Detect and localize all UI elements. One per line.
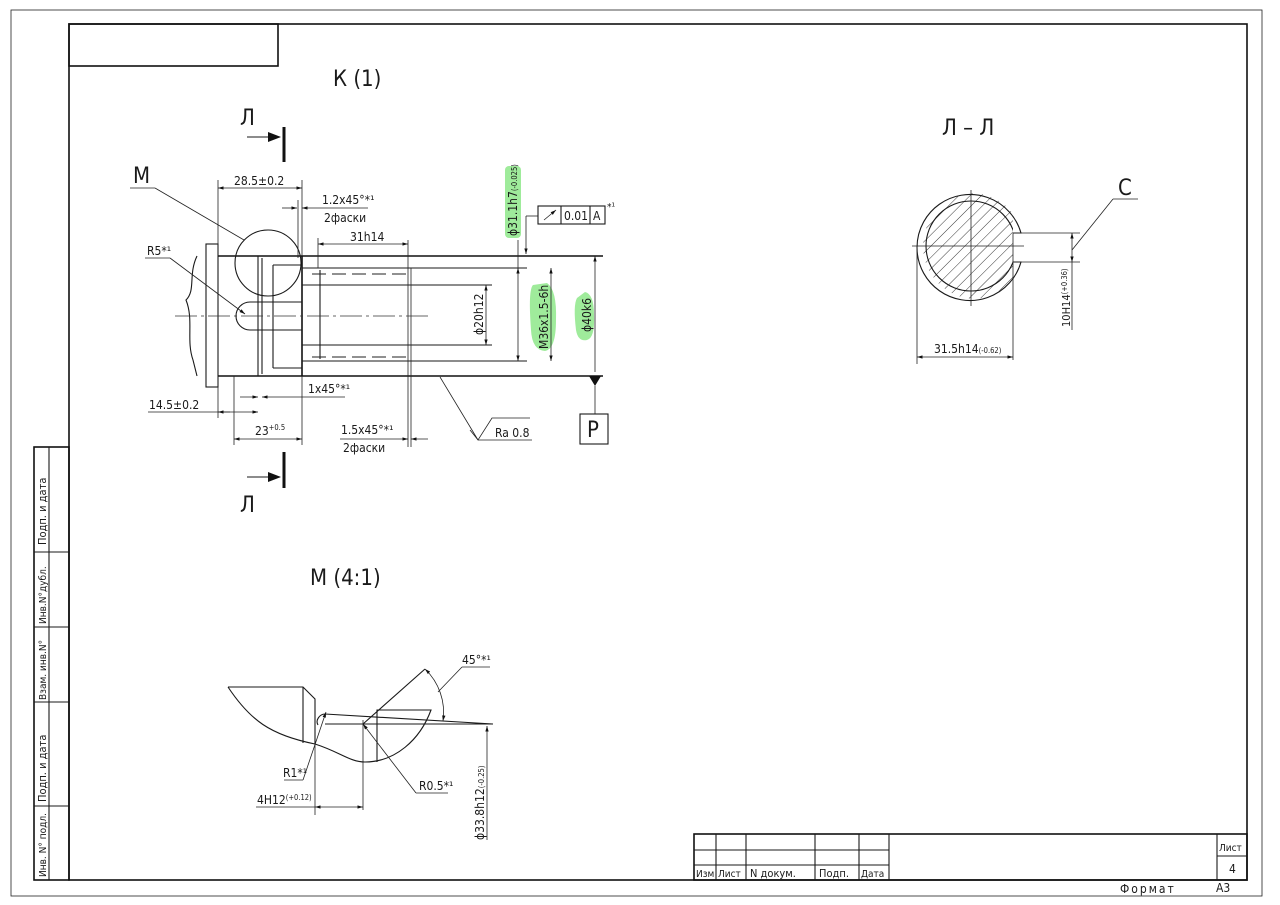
- stamp-label: Подп. и дата: [36, 735, 49, 802]
- dim-14-5: 14.5±0.2: [149, 398, 199, 412]
- stamp-label: Инв. N° подл.: [38, 813, 49, 877]
- dim-m36: M36x1.5-6h: [537, 285, 551, 349]
- runout-tolerance-frame: 0.01 A *¹: [524, 202, 615, 254]
- title-block: Изм Лист N докум. Подп. Дата Лист 4 Форм…: [693, 833, 1248, 896]
- dim-phi40: ϕ40k6: [580, 298, 594, 332]
- runout-base: A: [593, 209, 601, 223]
- dim-diam: ϕ33.8h12(-0.25): [473, 765, 487, 840]
- section-mark-bottom: Л: [240, 452, 286, 518]
- shaft-outline: [175, 229, 603, 447]
- view-title-main: К (1): [333, 67, 381, 92]
- view-title-detail: М (4:1): [310, 566, 381, 591]
- tb-header-izm: Изм: [696, 869, 714, 880]
- detail-circle-m: [234, 229, 302, 297]
- dim-31h14: 31h14: [350, 230, 384, 244]
- dim-chamfer-1: 1x45°*¹: [308, 382, 350, 396]
- stamp-label: Инв.N°дубл.: [37, 566, 49, 624]
- dim-23: 23+0.5: [255, 423, 285, 438]
- tb-header-doc: N докум.: [750, 867, 796, 880]
- dim-r5: R5*¹: [147, 244, 171, 258]
- dim-chamfer-1-5: 1.5x45°*¹: [341, 423, 393, 437]
- datum-box: [579, 413, 609, 445]
- sheet-frame: [10, 9, 1263, 897]
- dim-slot: 10H14(+0.36): [1060, 268, 1073, 327]
- dim-width-4: 4H12(+0.12): [257, 793, 312, 807]
- datum-triangle: [589, 376, 601, 386]
- dim-chamfer-1-5-count: 2фаски: [343, 441, 385, 455]
- roughness-value: Ra 0.8: [495, 426, 530, 440]
- format-label: Формат: [1120, 882, 1176, 896]
- section-mark-top: Л: [240, 106, 286, 162]
- detail-callout-m: М: [133, 164, 150, 189]
- dim-chamfer-1-2: 1.2x45°*¹: [322, 193, 374, 207]
- dim-angle: 45°*¹: [462, 653, 491, 667]
- detail-view: М (4:1) 45°*¹ R1*¹ R0.5*¹ 4H12(+0.12) ϕ3…: [227, 566, 494, 840]
- top-left-box: [68, 23, 279, 67]
- format-value: A3: [1216, 881, 1230, 895]
- section-callout-c: С: [1118, 176, 1132, 201]
- dim-r05: R0.5*¹: [419, 779, 453, 793]
- datum-label: Р: [587, 418, 599, 443]
- roughness-symbol: Ra 0.8: [439, 376, 532, 441]
- dim-28-5: 28.5±0.2: [234, 174, 284, 188]
- runout-value: 0.01: [564, 209, 588, 223]
- view-title-section: Л – Л: [942, 116, 994, 141]
- tb-header-date: Дата: [861, 869, 884, 880]
- dim-r1: R1*¹: [283, 766, 307, 780]
- runout-note: *¹: [607, 202, 615, 213]
- main-view: К (1) Л Л: [130, 67, 615, 518]
- dim-chamfer-1-2-count: 2фаски: [324, 211, 366, 225]
- section-label: Л: [240, 106, 255, 131]
- side-stamp: Подп. и дата Инв.N°дубл. Взам. инв.N° По…: [33, 446, 70, 881]
- tb-header-sign: Подп.: [819, 867, 849, 880]
- sheet-number: 4: [1229, 862, 1236, 876]
- section-view: Л – Л 10H14(+0.36) С 31.5h14(-0.62): [912, 116, 1138, 364]
- dim-width: 31.5h14(-0.62): [934, 342, 1002, 356]
- sheet-label: Лист: [1219, 843, 1242, 854]
- tb-header-list: Лист: [718, 869, 741, 880]
- dim-phi20: ϕ20h12: [472, 294, 486, 335]
- section-label: Л: [240, 493, 255, 518]
- stamp-label: Подп. и дата: [36, 478, 49, 545]
- dim-phi31-1: ϕ31.1h7(-0.025): [506, 164, 520, 236]
- stamp-label: Взам. инв.N°: [38, 640, 49, 700]
- runout-arrow-icon: [543, 209, 557, 221]
